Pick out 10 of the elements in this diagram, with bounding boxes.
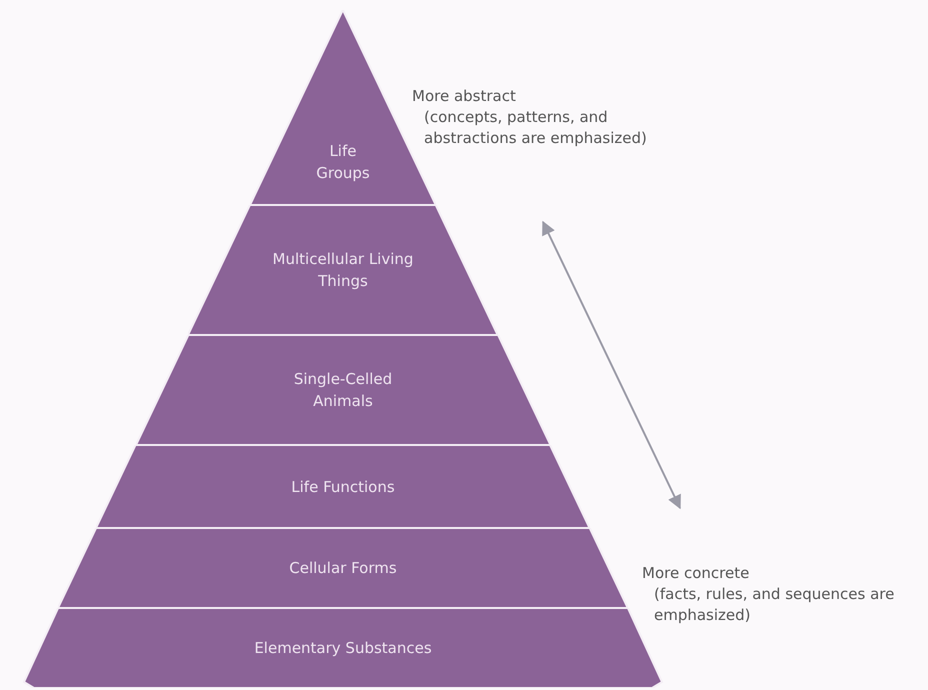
tier-label: Life Functions xyxy=(290,476,396,498)
tier-label: Elementary Substances xyxy=(253,638,433,659)
tier-label: Single-Celled Animals xyxy=(292,369,394,412)
tier-label: Cellular Forms xyxy=(288,558,398,579)
annotation-note: (facts, rules, and sequences are emphasized) xyxy=(654,584,896,626)
annotation-heading: More abstract xyxy=(412,86,517,107)
annotation-note: (concepts, patterns, and abstractions are emphasized) xyxy=(424,107,648,149)
tier-label: Multicellular Living Things xyxy=(272,249,414,292)
annotation-heading: More concrete xyxy=(642,563,750,584)
tier-label: Life Groups xyxy=(315,141,371,184)
